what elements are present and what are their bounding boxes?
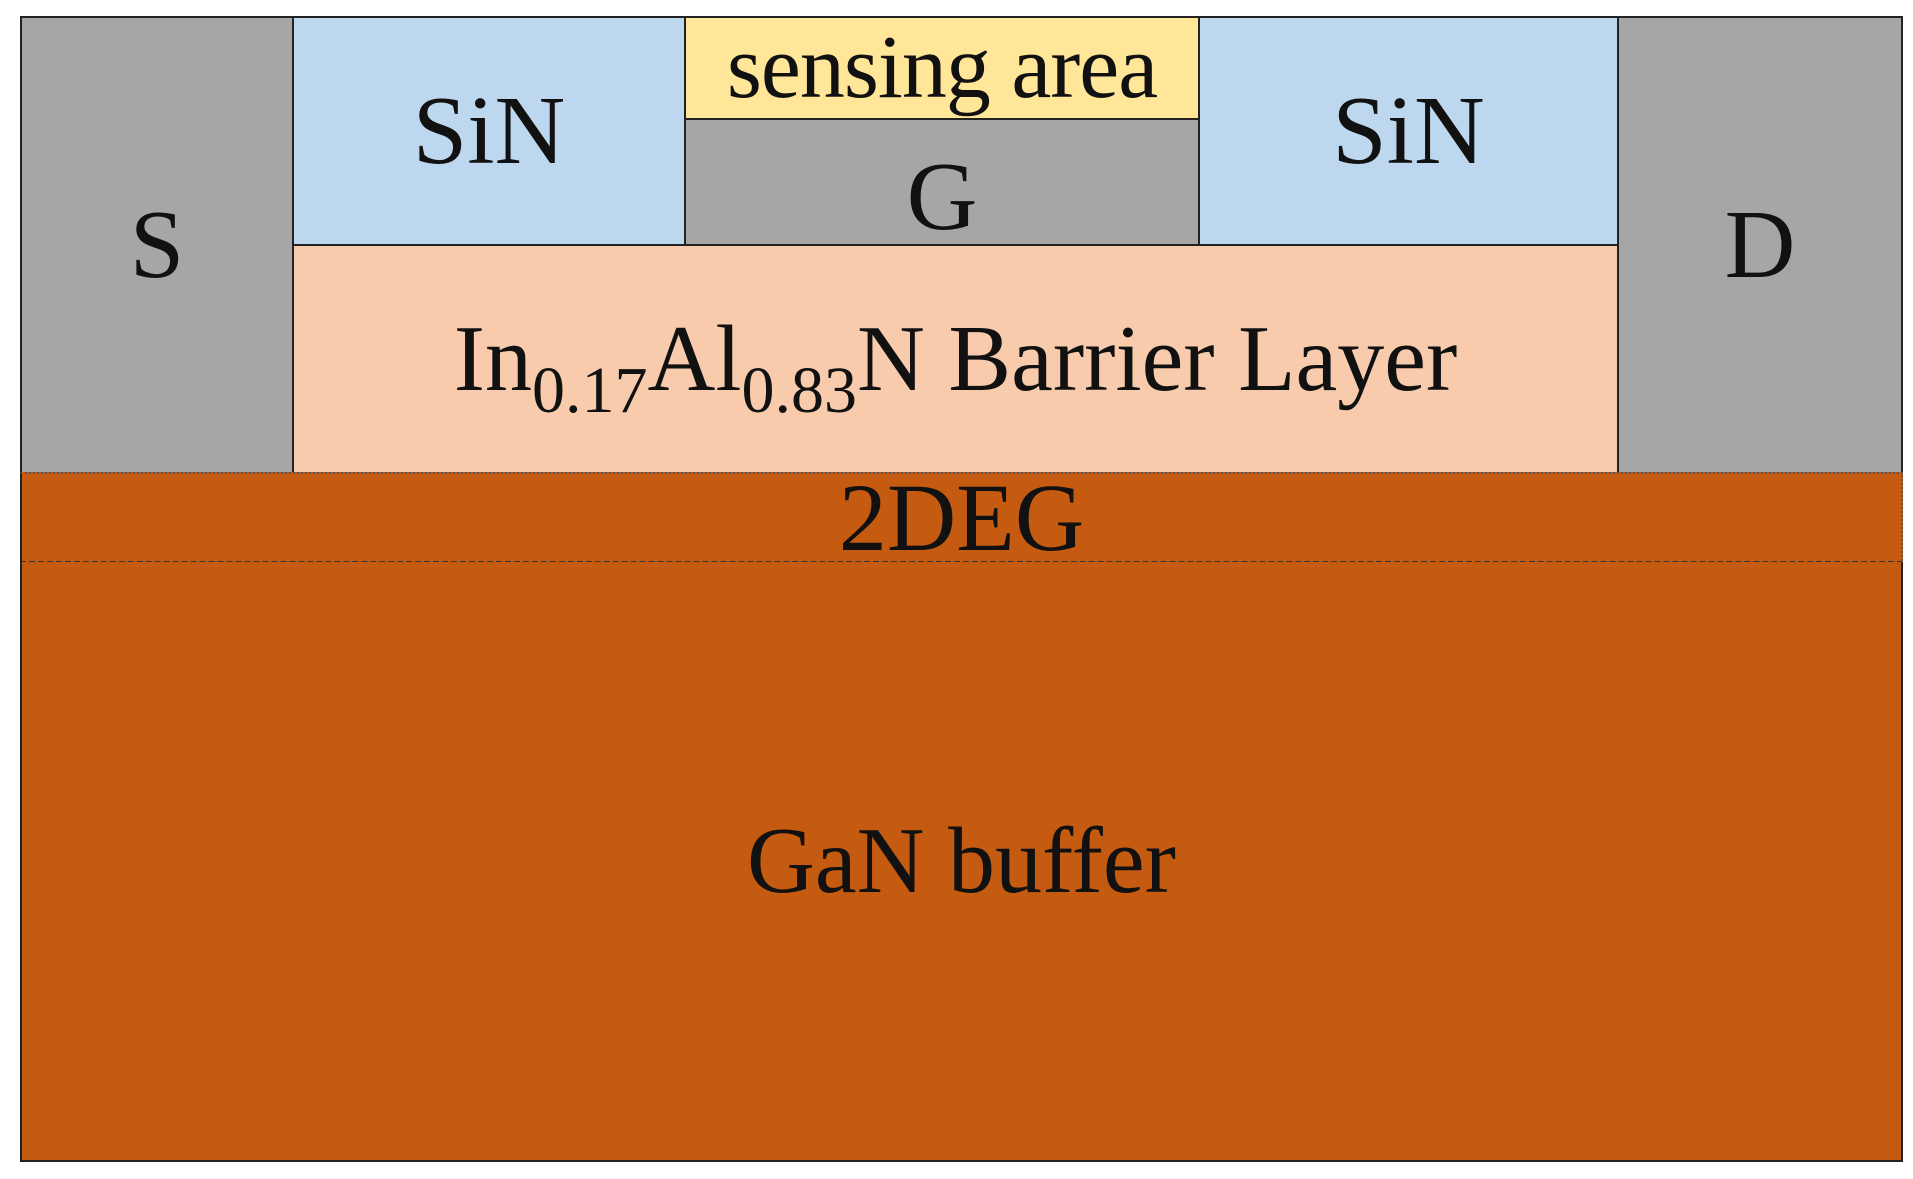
- barrier-layer-label: In0.17Al0.83N Barrier Layer: [454, 312, 1458, 424]
- sin-passivation-right: SiN: [1198, 16, 1619, 246]
- gate-contact: G: [684, 118, 1200, 246]
- barrier-subscript-al: 0.83: [741, 354, 858, 427]
- 2deg-label: 2DEG: [838, 472, 1085, 564]
- drain-contact: D: [1617, 16, 1903, 474]
- drain-label: D: [1724, 191, 1796, 299]
- sin-right-label: SiN: [1332, 77, 1485, 185]
- barrier-layer: In0.17Al0.83N Barrier Layer: [292, 244, 1619, 474]
- barrier-element-in: In: [453, 307, 533, 411]
- sensing-area-label: sensing area: [726, 18, 1158, 117]
- sin-passivation-left: SiN: [292, 16, 686, 246]
- barrier-layer-text: N Barrier Layer: [857, 307, 1458, 411]
- barrier-element-al: Al: [647, 307, 742, 411]
- sensing-area-layer: sensing area: [684, 16, 1200, 120]
- barrier-subscript-in: 0.17: [532, 354, 648, 427]
- gan-buffer-label: GaN buffer: [747, 809, 1176, 913]
- source-contact: S: [20, 16, 294, 474]
- 2deg-channel: 2DEG: [20, 472, 1903, 564]
- sin-left-label: SiN: [412, 77, 566, 185]
- gan-buffer-layer: GaN buffer: [20, 562, 1903, 1162]
- gate-label: G: [906, 143, 978, 246]
- source-label: S: [129, 191, 185, 299]
